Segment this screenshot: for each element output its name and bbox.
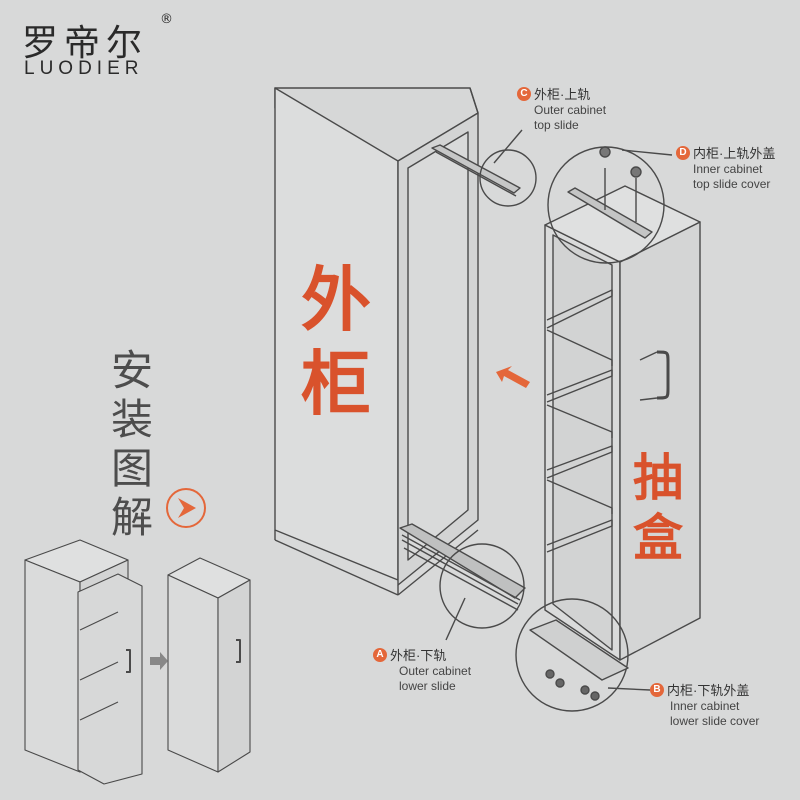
callout-d-badge: D bbox=[676, 145, 690, 160]
callout-a-title: 外柜·下轨 bbox=[390, 648, 447, 663]
callout-b-desc: lower slide cover bbox=[670, 714, 760, 728]
title-char: 图 bbox=[110, 444, 153, 493]
callout-c-badge: C bbox=[517, 86, 531, 101]
thumbnail-step-1 bbox=[24, 539, 143, 785]
outer-cabinet-label: 外 柜 bbox=[296, 258, 376, 426]
callout-a-badge: A bbox=[373, 647, 387, 662]
drawer-label: 抽 盒 bbox=[628, 448, 688, 568]
outer-cabinet bbox=[274, 87, 526, 611]
callout-c-desc: top slide bbox=[534, 118, 579, 132]
title-char: 安 bbox=[110, 346, 153, 395]
title-char: 装 bbox=[110, 395, 153, 444]
drawer-char: 盒 bbox=[633, 509, 683, 567]
step-arrow-icon bbox=[150, 652, 168, 670]
callout-d-title: 内柜·上轨外盖 bbox=[693, 146, 776, 161]
callout-c: C 外柜·上轨 Outer cabinet top slide bbox=[517, 84, 606, 133]
callout-d-desc: Inner cabinet bbox=[693, 162, 763, 176]
outer-cabinet-char: 外 bbox=[301, 259, 371, 341]
callout-c-circle bbox=[479, 149, 537, 207]
callout-a-desc: lower slide bbox=[399, 679, 456, 693]
callout-b-desc: Inner cabinet bbox=[670, 699, 740, 713]
callout-c-title: 外柜·上轨 bbox=[534, 87, 591, 102]
chevron-right-circle-icon bbox=[166, 488, 206, 528]
brand-name-cn: 罗帝尔 bbox=[22, 23, 149, 64]
callout-a: A 外柜·下轨 Outer cabinet lower slide bbox=[373, 645, 471, 694]
drawer-unit bbox=[544, 185, 701, 661]
callout-a-circle bbox=[439, 543, 525, 629]
registered-mark: ® bbox=[160, 12, 173, 27]
title-char: 解 bbox=[110, 493, 153, 542]
brand-name-en: LUODIER bbox=[24, 58, 144, 79]
callout-b-title: 内柜·下轨外盖 bbox=[667, 683, 750, 698]
installation-title: 安 装 图 解 bbox=[108, 346, 156, 542]
drawer-char: 抽 bbox=[633, 449, 683, 507]
callout-b-circle bbox=[515, 598, 629, 712]
callout-d: D 内柜·上轨外盖 Inner cabinet top slide cover bbox=[676, 143, 775, 192]
outer-cabinet-char: 柜 bbox=[301, 343, 371, 425]
callout-b-badge: B bbox=[650, 682, 664, 697]
callout-b: B 内柜·下轨外盖 Inner cabinet lower slide cove… bbox=[650, 680, 759, 729]
thumbnail-step-2 bbox=[167, 557, 251, 773]
callout-c-desc: Outer cabinet bbox=[534, 103, 607, 117]
insert-arrow-icon bbox=[496, 366, 530, 388]
callout-a-desc: Outer cabinet bbox=[399, 664, 472, 678]
callout-d-desc: top slide cover bbox=[693, 177, 771, 191]
